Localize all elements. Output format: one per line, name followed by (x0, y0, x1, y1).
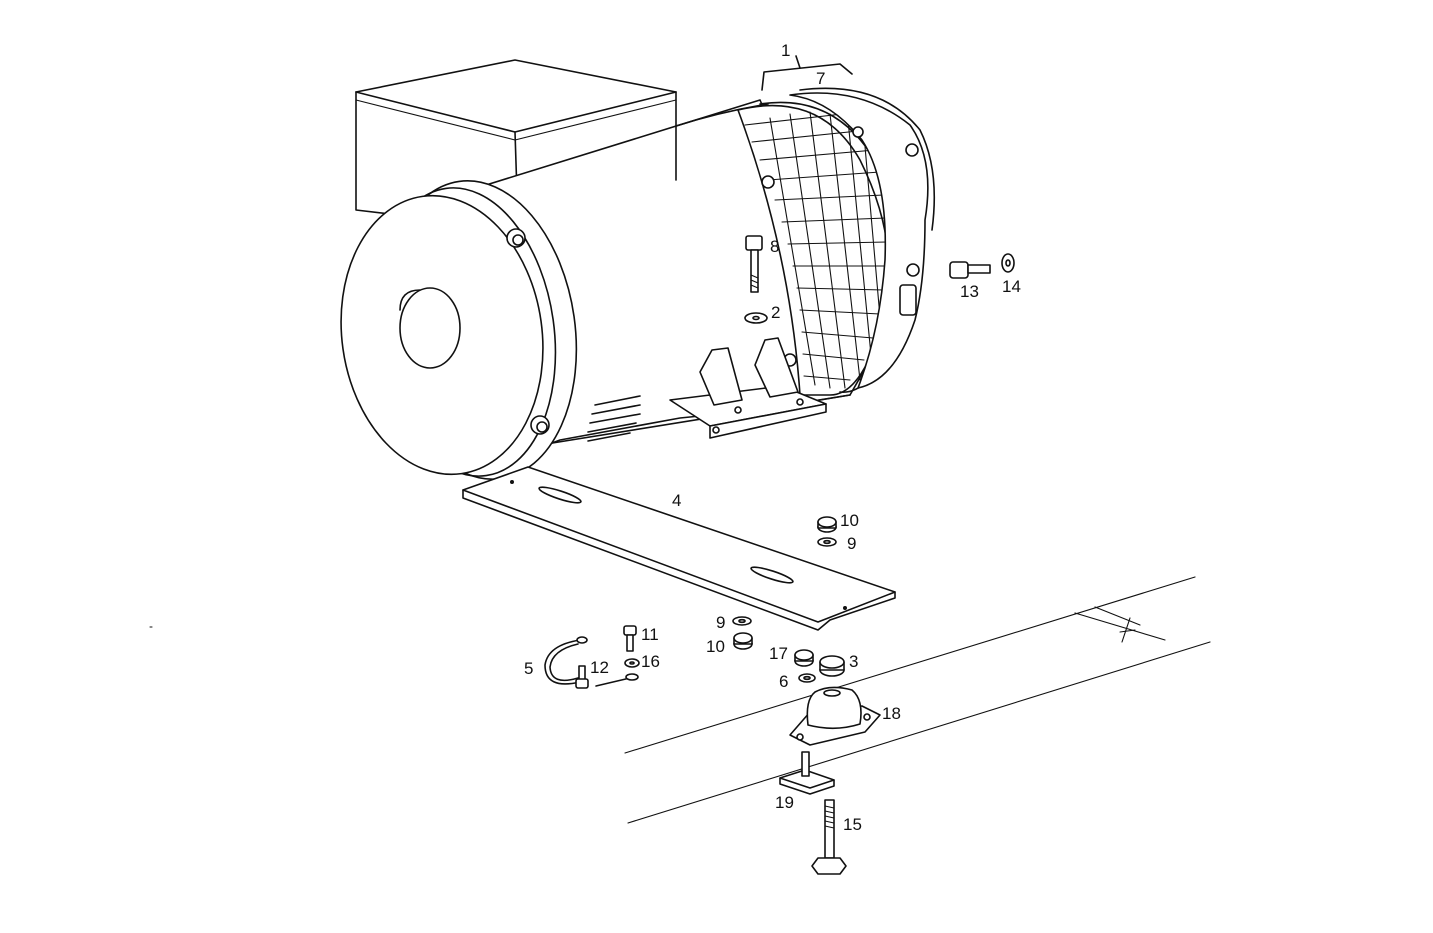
callout-10-upper: 10 (840, 511, 859, 530)
washer-9-lower (732, 616, 752, 626)
nut-10-upper (817, 516, 837, 533)
callout-4: 4 (672, 491, 681, 510)
base-frame-rails (624, 576, 1211, 824)
front-end-cover (340, 180, 578, 480)
callout-12: 12 (590, 658, 609, 677)
screw-13 (949, 261, 991, 279)
callout-9-lower: 9 (716, 613, 725, 632)
callout-14: 14 (1002, 277, 1021, 296)
washer-2 (744, 312, 768, 324)
nut-10-lower (733, 632, 753, 650)
callout-11: 11 (641, 625, 659, 644)
bolt-8 (745, 235, 763, 293)
adapter-flange (789, 87, 936, 389)
callout-10-lower: 10 (706, 637, 725, 656)
bolt-11 (623, 625, 637, 652)
mounting-rail-4 (462, 466, 896, 631)
callout-labels: 1 7 8 2 13 14 4 10 9 11 9 10 17 3 5 12 1… (524, 41, 1021, 834)
plate-19 (779, 751, 835, 795)
callout-1-bracket (761, 55, 853, 91)
callout-9-upper: 9 (847, 534, 856, 553)
washer-9-upper (817, 537, 837, 547)
washer-14 (1001, 253, 1015, 273)
spacer-3 (819, 655, 845, 677)
washer-16 (624, 658, 640, 668)
callout-17: 17 (769, 644, 788, 663)
callout-8: 8 (770, 237, 779, 256)
washer-6 (798, 673, 816, 683)
callout-3: 3 (849, 652, 858, 671)
ground-strap-5 (544, 636, 639, 687)
bolt-15 (811, 799, 847, 875)
nut-17 (794, 649, 814, 667)
callout-15: 15 (843, 815, 862, 834)
callout-6: 6 (779, 672, 788, 691)
callout-16: 16 (641, 652, 660, 671)
foot-bracket (669, 337, 827, 439)
callout-7: 7 (816, 69, 825, 88)
callout-18: 18 (882, 704, 901, 723)
grille-mesh (744, 111, 888, 389)
vent-slots (587, 395, 641, 442)
callout-2: 2 (771, 303, 780, 322)
screw-12 (575, 665, 589, 689)
rear-grille-guard (737, 101, 902, 396)
callout-13: 13 (960, 282, 979, 301)
callout-1: 1 (781, 41, 790, 60)
callout-19: 19 (775, 793, 794, 812)
anti-vibration-mount-18 (789, 686, 881, 746)
callout-5: 5 (524, 659, 533, 678)
